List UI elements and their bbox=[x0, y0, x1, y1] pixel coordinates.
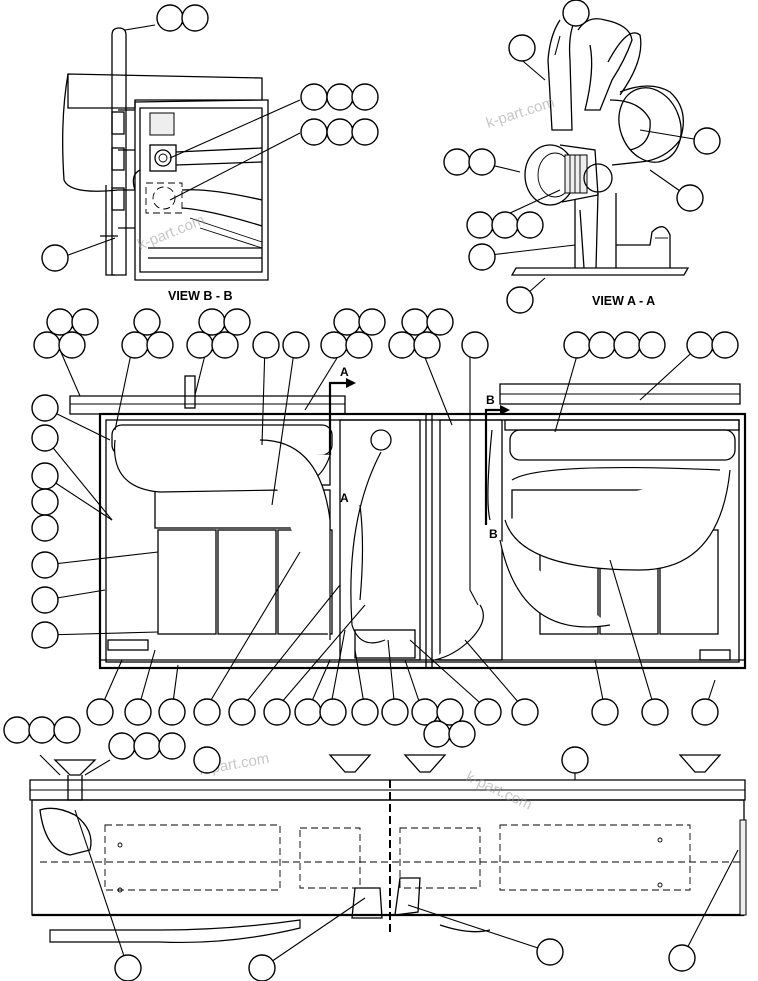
watermark-side-right: k-part.com bbox=[463, 768, 534, 813]
watermark-view-a: k-part.com bbox=[484, 94, 557, 132]
view-b-b-label: VIEW B - B bbox=[168, 289, 233, 303]
view-a-a-label: VIEW A - A bbox=[592, 294, 655, 308]
section-b-top-label: B bbox=[486, 393, 495, 407]
view-a-a-drawing: k-part.com VIEW A - A bbox=[484, 18, 690, 308]
battery-box-plan-view: A A B B bbox=[69, 365, 747, 670]
battery-box-side-view: k-part.com k-part.com bbox=[29, 750, 747, 944]
section-b-side-label: B bbox=[489, 527, 498, 541]
section-a-side-label: A bbox=[340, 491, 349, 505]
section-a-top-label: A bbox=[340, 365, 349, 379]
callout-bubbles bbox=[3, 0, 739, 981]
